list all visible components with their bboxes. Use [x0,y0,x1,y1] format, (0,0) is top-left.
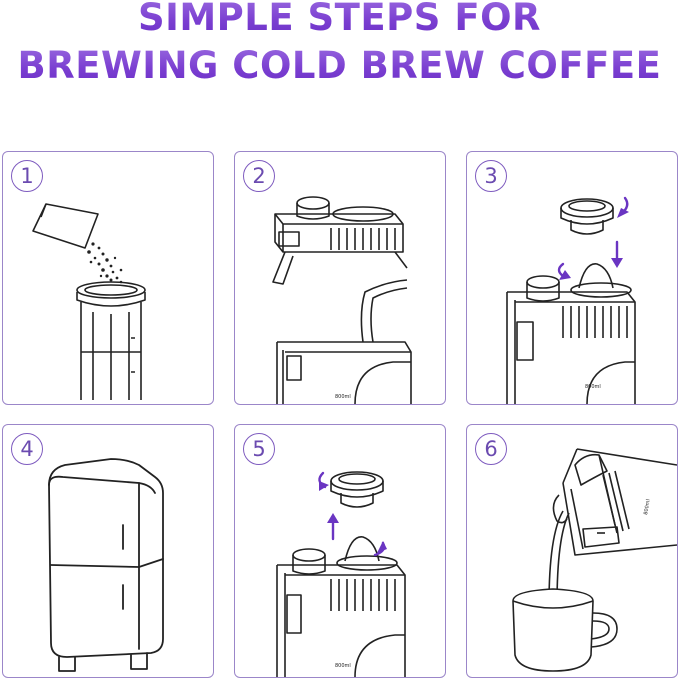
page-title-line-1: SIMPLE STEPS FOR [0,0,679,40]
step-1-number: 1 [11,160,43,192]
step-4-number: 4 [11,433,43,465]
lid-close-icon: 800ml [506,196,636,404]
page-title-line-2: BREWING COLD BREW COFFEE [0,44,679,88]
step-3-number: 3 [475,160,507,192]
step-6-number: 6 [475,433,507,465]
step-5-panel: 5 [234,424,446,678]
pour-into-cup-icon: 800ml [512,448,677,672]
step-5-number: 5 [243,433,275,465]
water-pour-icon: 800ml [272,196,412,404]
step-4-panel: 4 [2,424,214,678]
step-2-number: 2 [243,160,275,192]
coffee-grounds-pour-icon [32,203,146,400]
bottle-volume-label: 800ml [335,394,351,400]
step-2-panel: 2 800ml [234,151,446,405]
bottle-volume-label: 800ml [643,499,652,516]
lid-open-icon: 800ml [276,471,406,677]
refrigerator-icon [48,458,164,672]
step-3-panel: 3 [466,151,678,405]
step-6-panel: 6 800ml [466,424,678,678]
step-1-panel: 1 [2,151,214,405]
bottle-volume-label: 800ml [585,384,601,390]
bottle-volume-label: 800ml [335,663,351,669]
